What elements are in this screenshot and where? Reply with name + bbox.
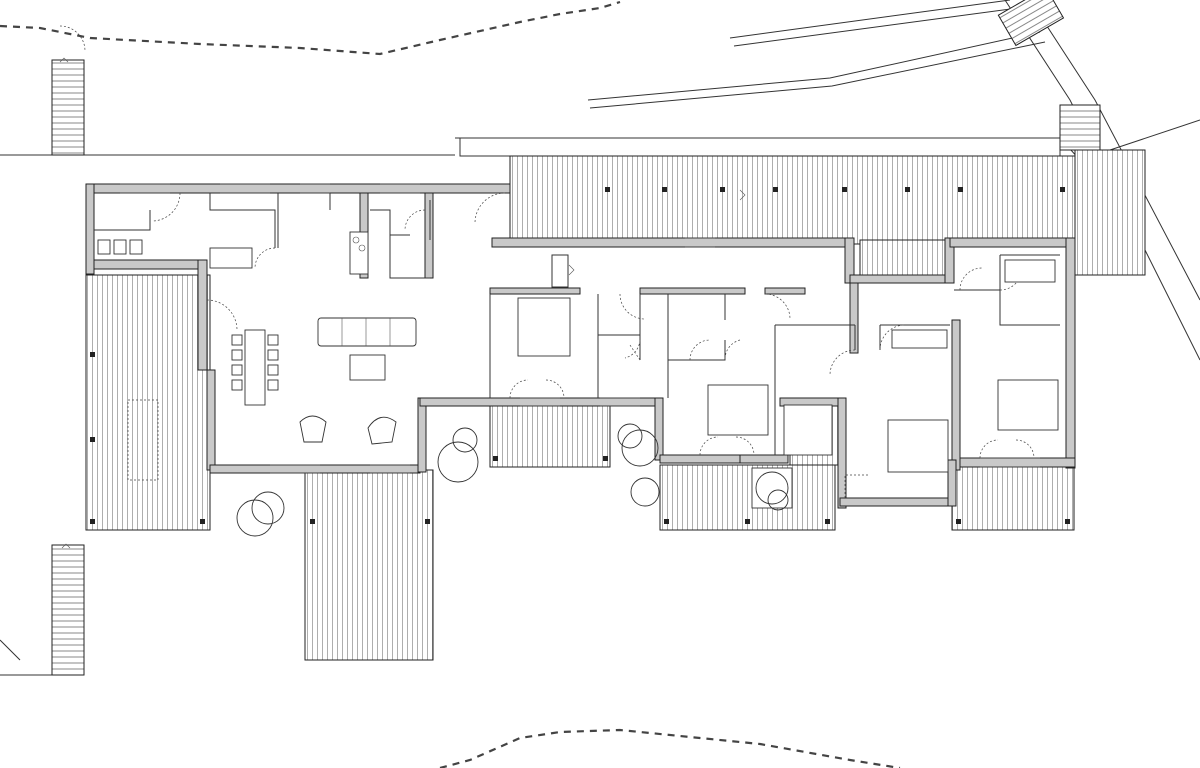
bed-icon (517, 297, 1059, 473)
interior-partitions (94, 193, 1060, 455)
armchair-icon (299, 415, 397, 445)
deck-top-right (859, 239, 951, 281)
sofa-icon (317, 317, 417, 347)
deck-top-long (509, 155, 1076, 245)
deck-bedroom1 (489, 404, 611, 468)
outdoor-table-icon (127, 399, 159, 481)
road-edge-lower (587, 31, 1046, 109)
deck-front-center (304, 469, 434, 661)
dining-table-icon (231, 329, 279, 406)
terrain-contour-top (0, 0, 621, 56)
deck-top-far-right (1074, 149, 1146, 276)
stair-bottom-left (51, 544, 85, 676)
entrance-step (551, 254, 569, 288)
coffee-table-icon (349, 354, 386, 381)
stair-right (1059, 104, 1101, 151)
kitchen-appliances-icon (97, 231, 369, 275)
deck-left (85, 274, 211, 531)
stair-arrow-icon (59, 57, 71, 549)
deck-posts (90, 187, 1070, 524)
trees (236, 423, 789, 537)
windows (120, 183, 1040, 474)
stair-top-right (997, 0, 1065, 47)
roof-overhang (459, 137, 1061, 157)
door-swings (59, 25, 1035, 498)
walls (85, 183, 1076, 509)
road-edge-upper (729, 0, 1019, 47)
stair-top-left (51, 59, 85, 156)
deck-bedroom4 (951, 464, 1075, 531)
entrance-arrow-icon (568, 189, 746, 276)
bathroom-fixtures-icon (891, 259, 1056, 349)
terrain-contour-bottom (439, 728, 901, 768)
bedside-cabinets (751, 404, 833, 509)
